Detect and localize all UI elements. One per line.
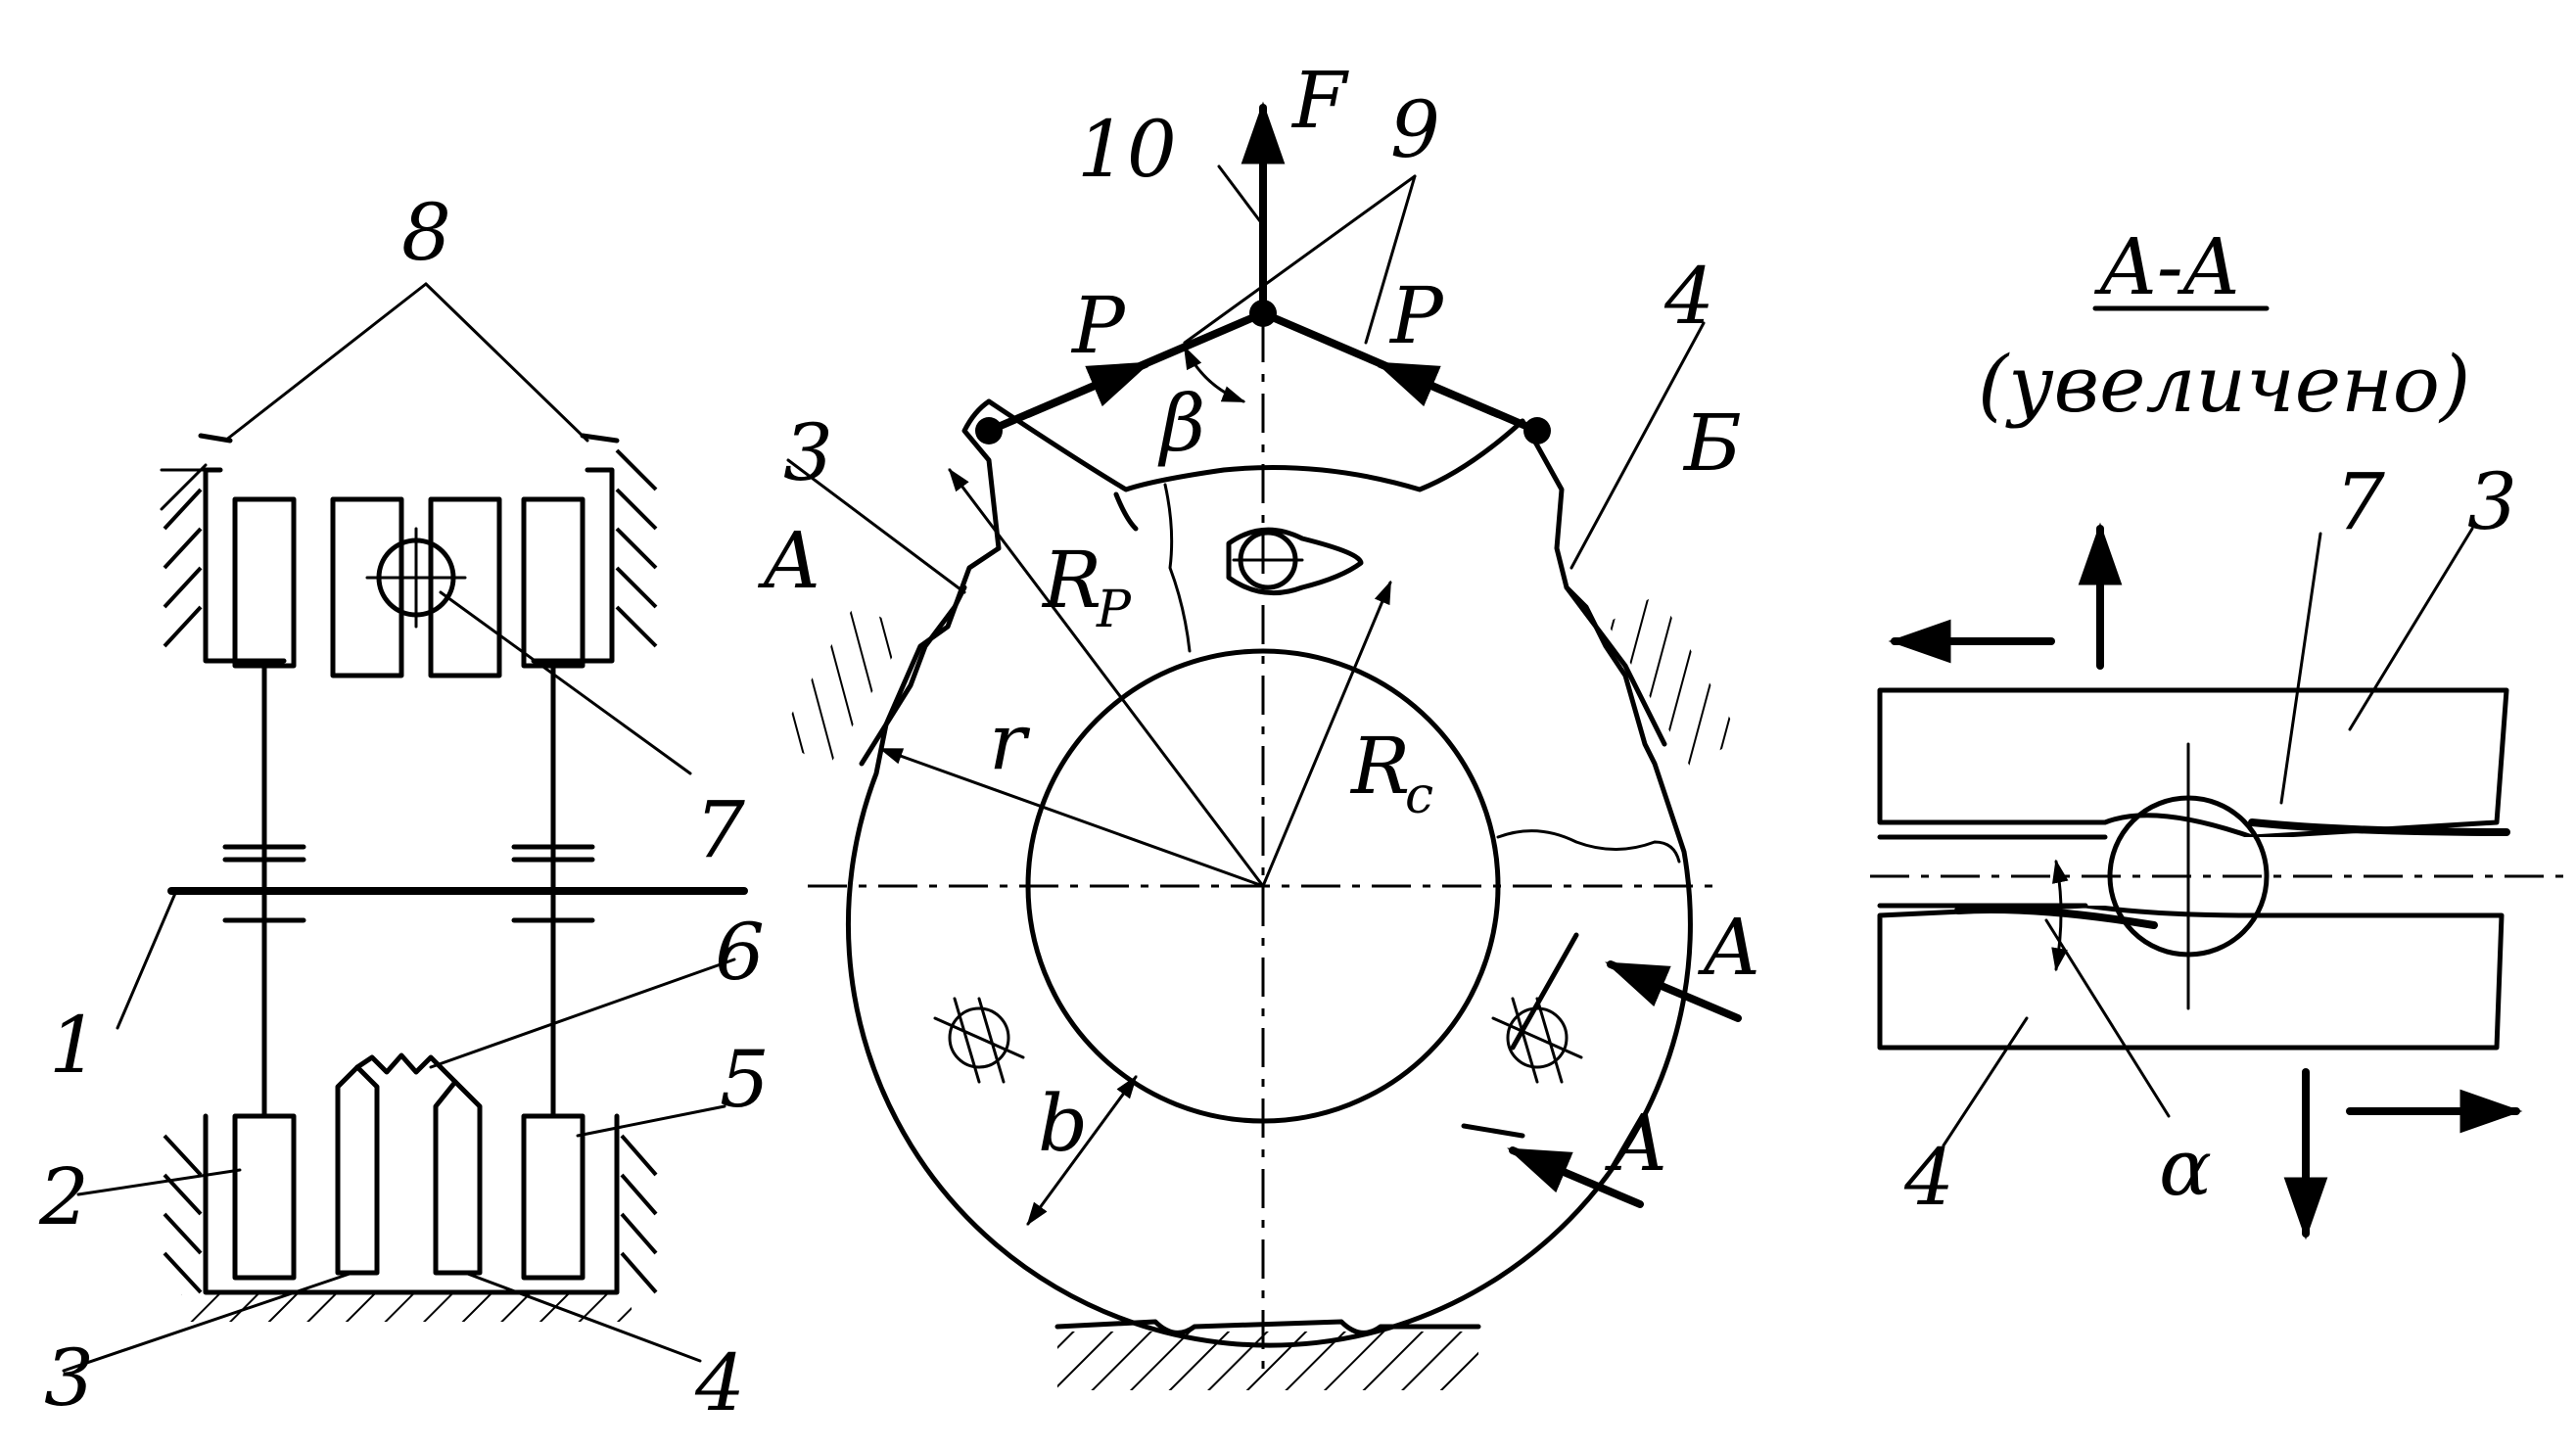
label-P-left: P <box>1070 280 1126 371</box>
upper-disk-left <box>330 496 404 678</box>
label-b: b <box>1038 1078 1088 1169</box>
lever-arms <box>975 101 1551 444</box>
left-view: 8 7 1 6 5 2 3 4 <box>38 187 770 1428</box>
label-6: 6 <box>715 907 765 998</box>
inner-circle <box>1025 648 1501 1124</box>
lower-friction-lining-left <box>232 1113 297 1281</box>
label-3-center: 3 <box>783 407 833 498</box>
label-B: Б <box>1682 397 1742 489</box>
label-5: 5 <box>720 1034 770 1125</box>
label-r: r <box>989 696 1031 787</box>
section-label-alpha: α <box>2159 1122 2212 1213</box>
section-label-7: 7 <box>2335 456 2385 547</box>
section-subtitle: (увеличено) <box>1978 339 2470 430</box>
label-A-right2: A <box>1604 1098 1667 1189</box>
section-title: A-A <box>2093 221 2240 312</box>
center-view: 10 F 9 P P β 3 4 Б A R P r R c b A A <box>757 55 1760 1390</box>
label-Rc: R <box>1349 721 1410 812</box>
lower-disk-left <box>335 1064 380 1276</box>
bottom-support <box>1054 1319 1481 1335</box>
label-1: 1 <box>49 1000 99 1091</box>
label-4-center: 4 <box>1663 251 1714 342</box>
section-part-3 <box>1877 687 2509 840</box>
label-10: 10 <box>1077 104 1177 195</box>
label-4: 4 <box>694 1337 745 1428</box>
label-A-top: A <box>757 515 820 606</box>
section-part-4 <box>1877 903 2505 1051</box>
left-guide <box>859 584 967 767</box>
section-view: A-A (увеличено) 7 3 4 α <box>1870 221 2565 1240</box>
upper-friction-lining-right <box>521 496 585 669</box>
upper-friction-lining-left <box>232 496 297 669</box>
upper-disk-right <box>428 496 502 678</box>
label-RP: R <box>1041 535 1101 626</box>
label-F: F <box>1290 55 1349 146</box>
label-9: 9 <box>1390 84 1440 175</box>
label-P-right: P <box>1388 270 1444 361</box>
label-7: 7 <box>695 784 745 875</box>
lower-friction-lining-right <box>521 1113 585 1281</box>
label-Rc-sub: c <box>1405 767 1433 825</box>
rivet-right <box>1491 997 1583 1084</box>
section-label-3: 3 <box>2467 456 2517 547</box>
rivet-left <box>933 997 1025 1084</box>
label-A-right1: A <box>1697 902 1760 993</box>
label-3: 3 <box>44 1332 94 1424</box>
label-2: 2 <box>38 1151 89 1242</box>
spring <box>354 1052 458 1085</box>
section-label-4: 4 <box>1903 1132 1954 1223</box>
lower-disk-right <box>433 1079 483 1276</box>
label-8: 8 <box>401 187 451 278</box>
label-RP-sub: P <box>1096 581 1132 639</box>
right-guide <box>1564 584 1667 747</box>
label-beta: β <box>1157 378 1205 469</box>
